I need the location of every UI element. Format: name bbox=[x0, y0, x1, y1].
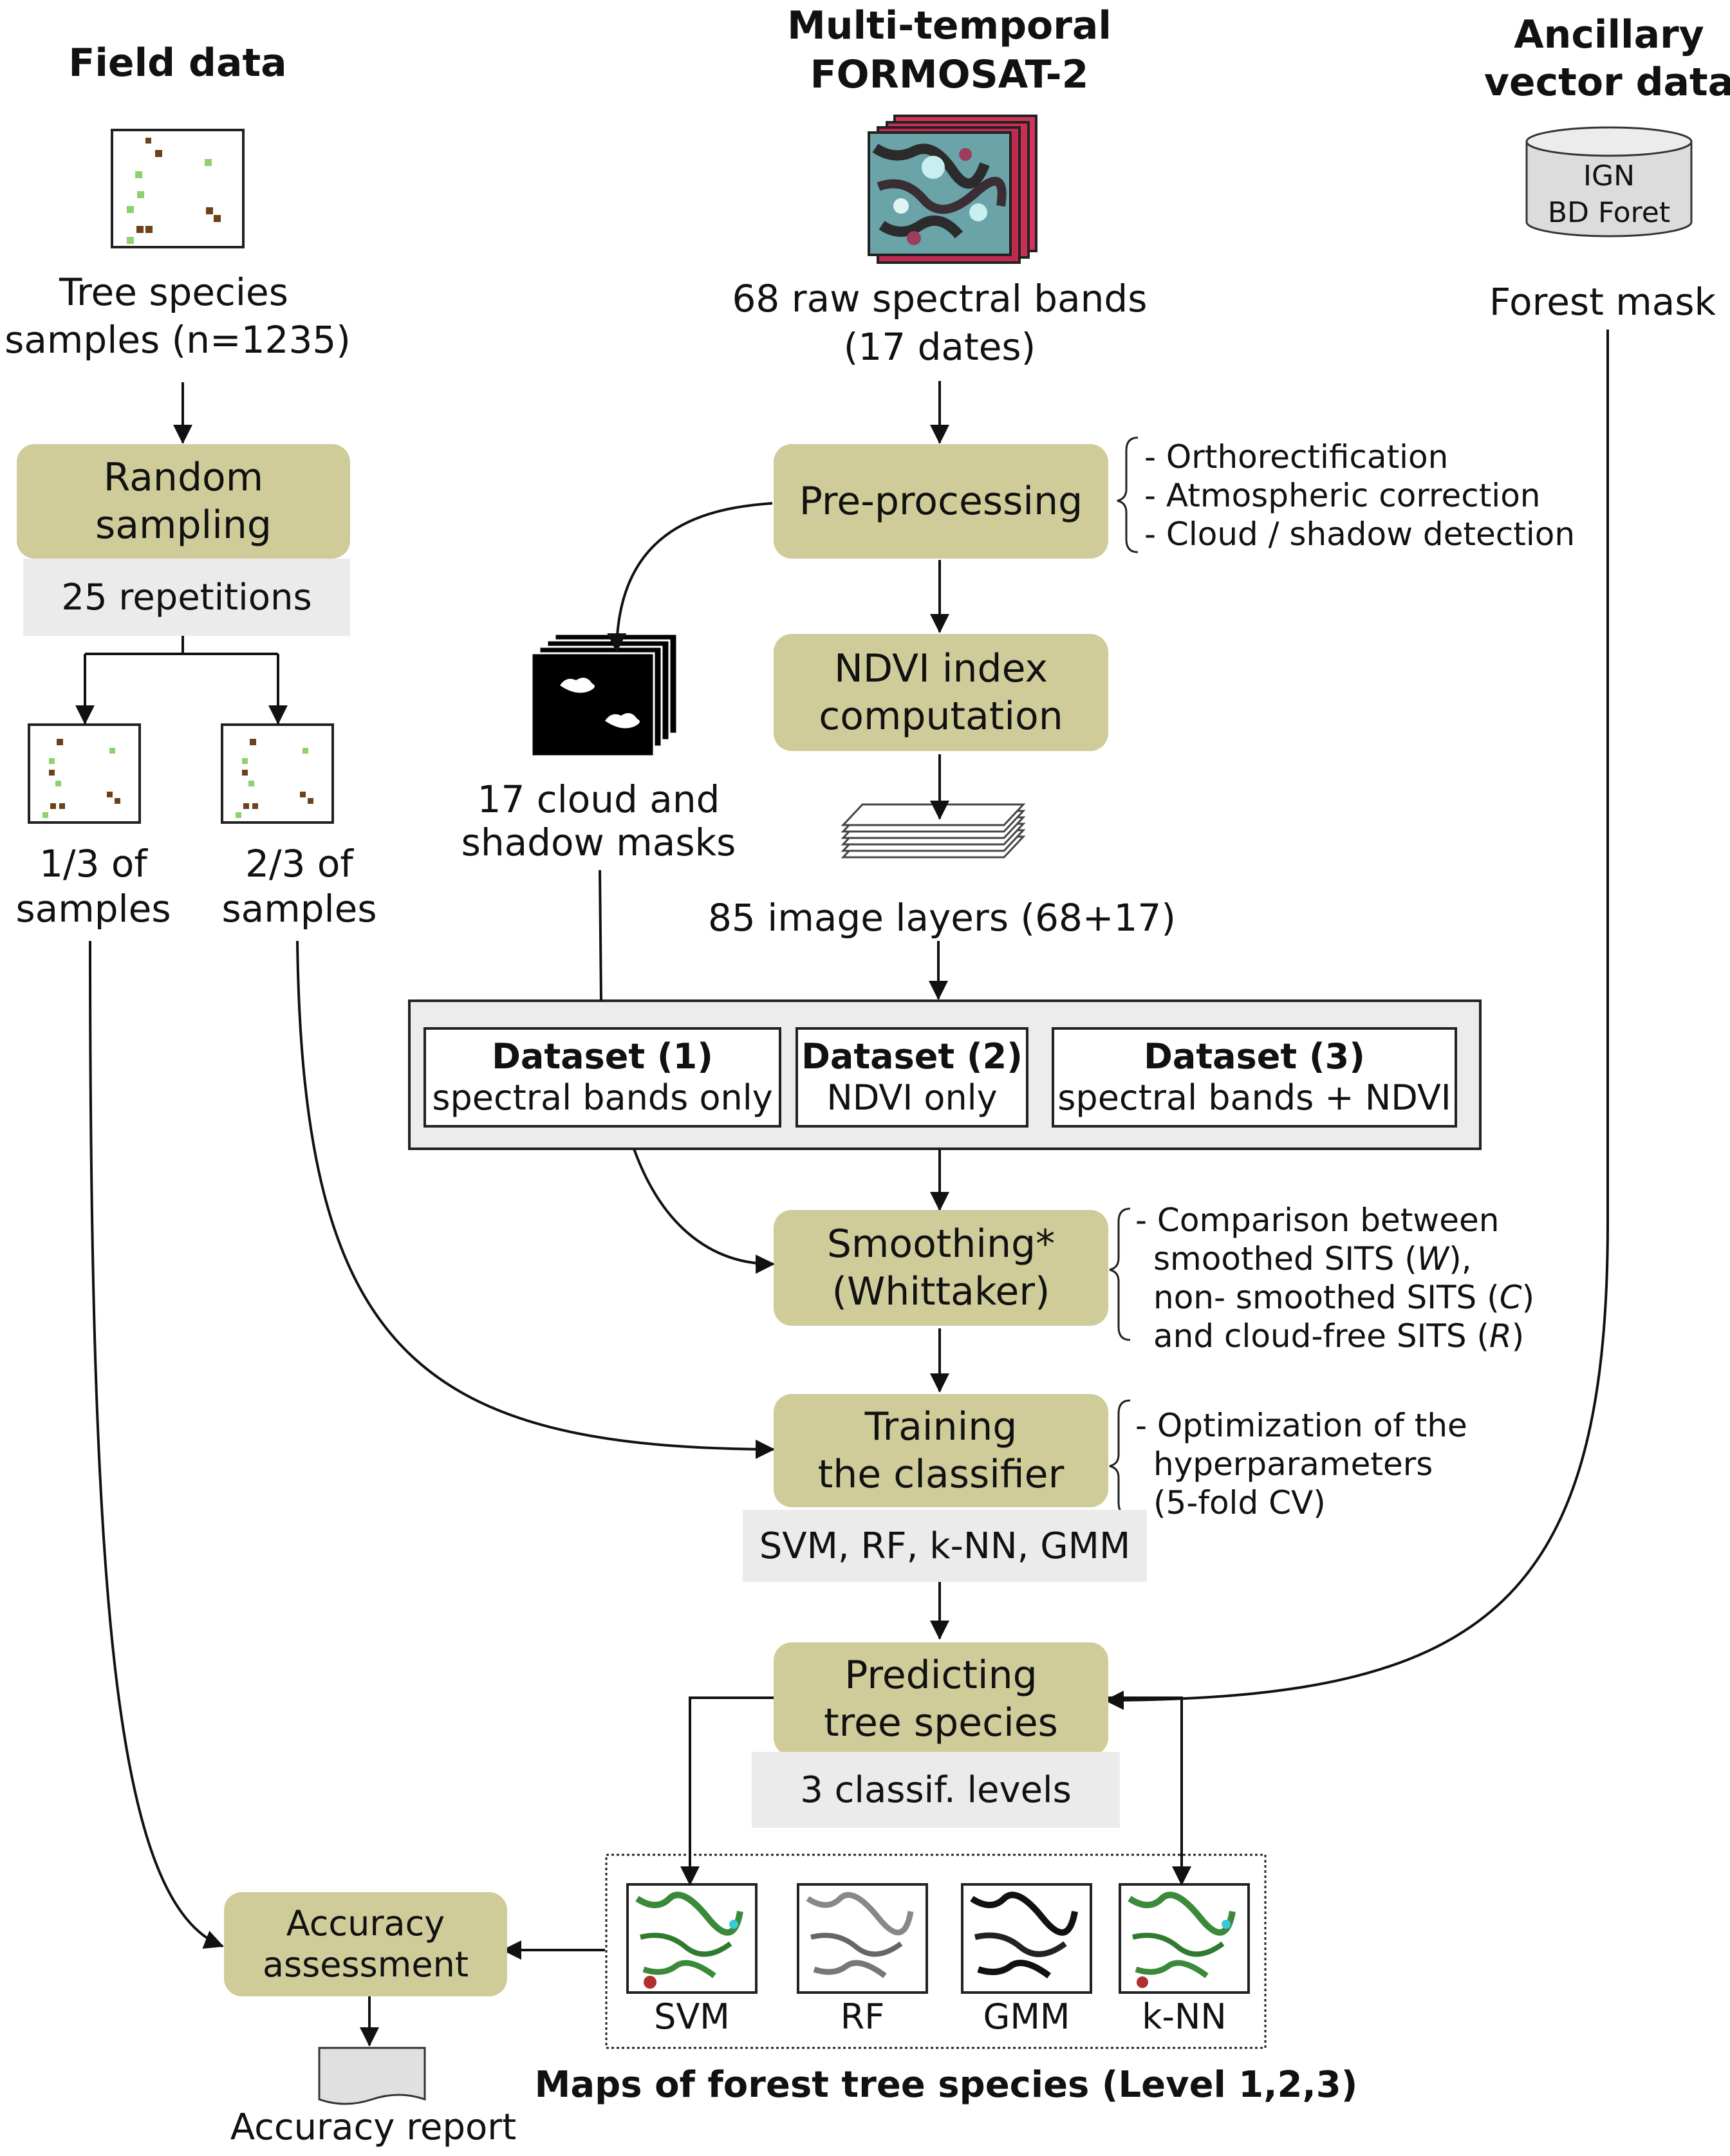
split-two-thirds-line2: samples bbox=[221, 887, 377, 931]
predicting-line1: Predicting bbox=[844, 1653, 1037, 1698]
dataset-2: Dataset (2) NDVI only bbox=[795, 1027, 1028, 1128]
smoothing-note-2: smoothed SITS (W), bbox=[1153, 1240, 1472, 1278]
classifiers-note: SVM, RF, k-NN, GMM bbox=[743, 1510, 1147, 1582]
smoothing-note-3: non- smoothed SITS (C) bbox=[1153, 1279, 1535, 1316]
gmm-map-icon bbox=[961, 1883, 1092, 1994]
smoothing-line2: (Whittaker) bbox=[832, 1269, 1050, 1314]
map-label-svm: SVM bbox=[654, 1996, 730, 2037]
preprocessing-note-2: - Atmospheric correction bbox=[1144, 477, 1541, 514]
image-layers-label: 85 image layers (68+17) bbox=[708, 896, 1176, 940]
random-sampling-line1: Random bbox=[103, 455, 264, 500]
training-note-2: hyperparameters bbox=[1153, 1445, 1433, 1483]
tree-samples-label-line1: Tree species bbox=[59, 270, 288, 314]
preprocessing-notes: - Orthorectification - Atmospheric corre… bbox=[1144, 438, 1575, 553]
field-data-header: Field data bbox=[68, 41, 287, 86]
formosat-header-line1: Multi-temporal bbox=[787, 3, 1111, 48]
dataset-3: Dataset (3) spectral bands + NDVI bbox=[1052, 1027, 1457, 1128]
db-label-line2: BD Foret bbox=[1547, 196, 1671, 229]
flow-arrows bbox=[75, 330, 1609, 2047]
training-line2: the classifier bbox=[817, 1452, 1065, 1497]
masks-label-line2: shadow masks bbox=[461, 821, 736, 864]
dataset-3-desc: spectral bands + NDVI bbox=[1057, 1077, 1451, 1118]
training-notes: - Optimization of the hyperparameters (5… bbox=[1135, 1406, 1467, 1522]
random-sampling-line2: sampling bbox=[95, 503, 272, 548]
accuracy-line2: assessment bbox=[262, 1944, 469, 1985]
report-document-icon bbox=[318, 2047, 426, 2105]
preprocessing-box: Pre-processing bbox=[774, 444, 1108, 559]
training-note-3: (5-fold CV) bbox=[1153, 1484, 1326, 1521]
raw-bands-label-line1: 68 raw spectral bands bbox=[732, 277, 1148, 321]
smoothing-box: Smoothing* (Whittaker) bbox=[774, 1210, 1108, 1326]
side-braces bbox=[1109, 436, 1139, 1517]
accuracy-box: Accuracy assessment bbox=[224, 1892, 507, 1996]
masks-label-line1: 17 cloud and bbox=[477, 777, 720, 821]
db-label-line1: IGN bbox=[1583, 160, 1635, 192]
map-label-gmm: GMM bbox=[983, 1996, 1070, 2037]
map-label-knn: k-NN bbox=[1142, 1996, 1227, 2037]
predicting-box: Predicting tree species bbox=[774, 1642, 1108, 1756]
dataset-1-title: Dataset (1) bbox=[492, 1036, 713, 1077]
maps-caption: Maps of forest tree species (Level 1,2,3… bbox=[534, 2064, 1358, 2106]
formosat-header-line2: FORMOSAT-2 bbox=[810, 52, 1089, 97]
smoothing-note-1: - Comparison between bbox=[1135, 1202, 1500, 1239]
knn-map-icon bbox=[1119, 1883, 1250, 1994]
cloud-mask-stack-icon bbox=[530, 633, 678, 757]
svm-map-icon bbox=[626, 1883, 758, 1994]
split-third-line2: samples bbox=[15, 887, 171, 931]
repetitions-note: 25 repetitions bbox=[23, 559, 350, 636]
training-box: Training the classifier bbox=[774, 1394, 1108, 1507]
smoothing-notes: - Comparison between smoothed SITS (W), … bbox=[1135, 1201, 1534, 1355]
levels-note: 3 classif. levels bbox=[752, 1752, 1120, 1828]
preprocessing-note-3: - Cloud / shadow detection bbox=[1144, 516, 1576, 553]
ndvi-box: NDVI index computation bbox=[774, 634, 1108, 751]
training-note-1: - Optimization of the bbox=[1135, 1407, 1467, 1444]
map-label-rf: RF bbox=[840, 1996, 885, 2037]
preprocessing-note-1: - Orthorectification bbox=[1144, 438, 1449, 476]
dataset-1-desc: spectral bands only bbox=[432, 1077, 773, 1118]
samples-two-thirds-icon bbox=[221, 723, 334, 824]
ancillary-header-line1: Ancillary bbox=[1514, 12, 1704, 57]
ndvi-line1: NDVI index bbox=[834, 646, 1048, 691]
formosat-image-stack-icon bbox=[868, 115, 1037, 264]
ndvi-line2: computation bbox=[819, 694, 1063, 739]
raw-bands-label-line2: (17 dates) bbox=[843, 325, 1036, 369]
tree-samples-label-line2: samples (n=1235) bbox=[5, 318, 351, 362]
accuracy-report-label: Accuracy report bbox=[230, 2106, 517, 2148]
split-two-thirds-line1: 2/3 of bbox=[245, 842, 353, 886]
dataset-1: Dataset (1) spectral bands only bbox=[423, 1027, 781, 1128]
predicting-line2: tree species bbox=[824, 1700, 1058, 1745]
random-sampling-box: Random sampling bbox=[17, 444, 350, 559]
layers-stack-icon bbox=[841, 803, 1026, 859]
samples-third-icon bbox=[28, 723, 141, 824]
split-third-line1: 1/3 of bbox=[39, 842, 147, 886]
dataset-2-title: Dataset (2) bbox=[801, 1036, 1023, 1077]
ancillary-header-line2: vector data bbox=[1484, 60, 1730, 105]
rf-map-icon bbox=[797, 1883, 928, 1994]
accuracy-line1: Accuracy bbox=[286, 1903, 445, 1944]
dataset-3-title: Dataset (3) bbox=[1144, 1036, 1365, 1077]
training-line1: Training bbox=[864, 1404, 1018, 1449]
forest-mask-label: Forest mask bbox=[1489, 280, 1716, 324]
field-samples-icon bbox=[111, 129, 245, 248]
smoothing-line1: Smoothing* bbox=[826, 1222, 1056, 1267]
database-icon bbox=[1525, 126, 1693, 237]
dataset-2-desc: NDVI only bbox=[826, 1077, 998, 1118]
smoothing-note-4: and cloud-free SITS (R) bbox=[1153, 1317, 1525, 1355]
preprocessing-label: Pre-processing bbox=[799, 479, 1083, 524]
